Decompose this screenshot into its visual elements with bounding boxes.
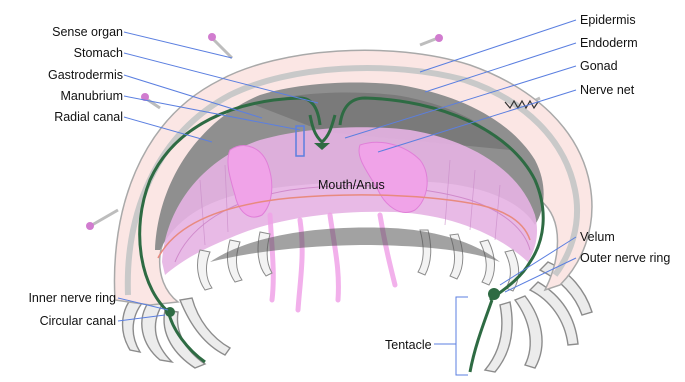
label-endoderm: Endoderm (580, 36, 638, 50)
label-stomach: Stomach (74, 46, 123, 60)
label-gonad: Gonad (580, 59, 618, 73)
label-mouth-anus: Mouth/Anus (318, 178, 385, 192)
label-radial-canal: Radial canal (54, 110, 123, 124)
label-circular-canal: Circular canal (40, 314, 116, 328)
label-velum: Velum (580, 230, 615, 244)
label-tentacle: Tentacle (385, 338, 432, 352)
label-epidermis: Epidermis (580, 13, 636, 27)
label-nerve-net: Nerve net (580, 83, 634, 97)
label-inner-nerve-ring: Inner nerve ring (28, 291, 116, 305)
label-manubrium: Manubrium (60, 89, 123, 103)
label-sense-organ: Sense organ (52, 25, 123, 39)
tentacles (123, 262, 592, 372)
label-gastrodermis: Gastrodermis (48, 68, 123, 82)
label-outer-nerve-ring: Outer nerve ring (580, 251, 670, 265)
inner-nerve-ring-dot (165, 307, 175, 317)
outer-nerve-ring-dot (488, 288, 500, 300)
